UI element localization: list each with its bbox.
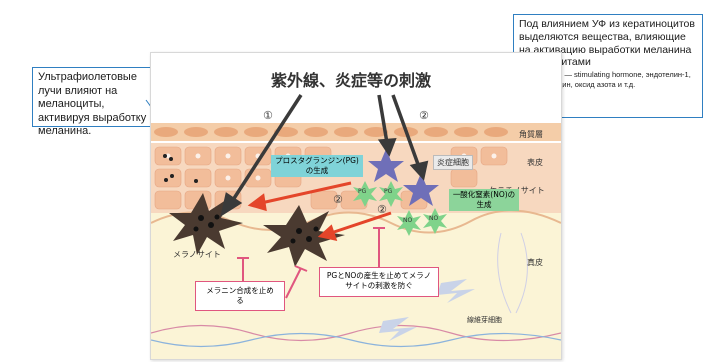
- stimulus-star-2: [403, 173, 439, 206]
- badge-pg-2: PG: [384, 188, 393, 195]
- label-melanocyte: メラノサイト: [173, 250, 221, 259]
- callout-uv-melanocytes: Ультрафиолетовые лучи влияют на меланоци…: [32, 67, 156, 137]
- label-inflammatory-cell: 炎症細胞: [433, 155, 473, 170]
- box-stop-pg-no: PGとNOの産生を止めてメラノサイトの刺激を防ぐ: [319, 267, 439, 297]
- marker-1: ①: [263, 109, 273, 122]
- melanocyte-right: [263, 205, 345, 267]
- badge-pg-1: PG: [358, 188, 367, 195]
- marker-2-right: ②: [377, 203, 387, 216]
- box-pg-production: プロスタグランジン(PG)の生成: [271, 155, 363, 177]
- label-dermis: 真皮: [527, 258, 543, 267]
- label-epidermis: 表皮: [527, 158, 543, 167]
- badge-no-1: NO: [403, 217, 413, 224]
- diagram-title: 紫外線、炎症等の刺激: [271, 71, 432, 90]
- marker-2-top: ②: [419, 109, 429, 122]
- skin-diagram: 紫外線、炎症等の刺激 ① ② ② ② 角質層 表皮 真皮 ケラチノサイト メラノ…: [150, 52, 562, 360]
- marker-2-mid: ②: [333, 193, 343, 206]
- label-stratum-corneum: 角質層: [519, 130, 543, 139]
- callout-right-note: * melanocyte — stimulating hormone, эндо…: [519, 70, 691, 89]
- label-fibroblast: 線維芽細胞: [467, 316, 502, 324]
- stimulus-star-1: [368, 149, 404, 182]
- box-no-production: 一酸化窒素(NO)の生成: [449, 189, 519, 211]
- box-stop-melanin: メラニン合成を止める: [195, 281, 285, 311]
- callout-left-text: Ультрафиолетовые лучи влияют на меланоци…: [38, 71, 147, 137]
- badge-no-2: NO: [429, 215, 439, 222]
